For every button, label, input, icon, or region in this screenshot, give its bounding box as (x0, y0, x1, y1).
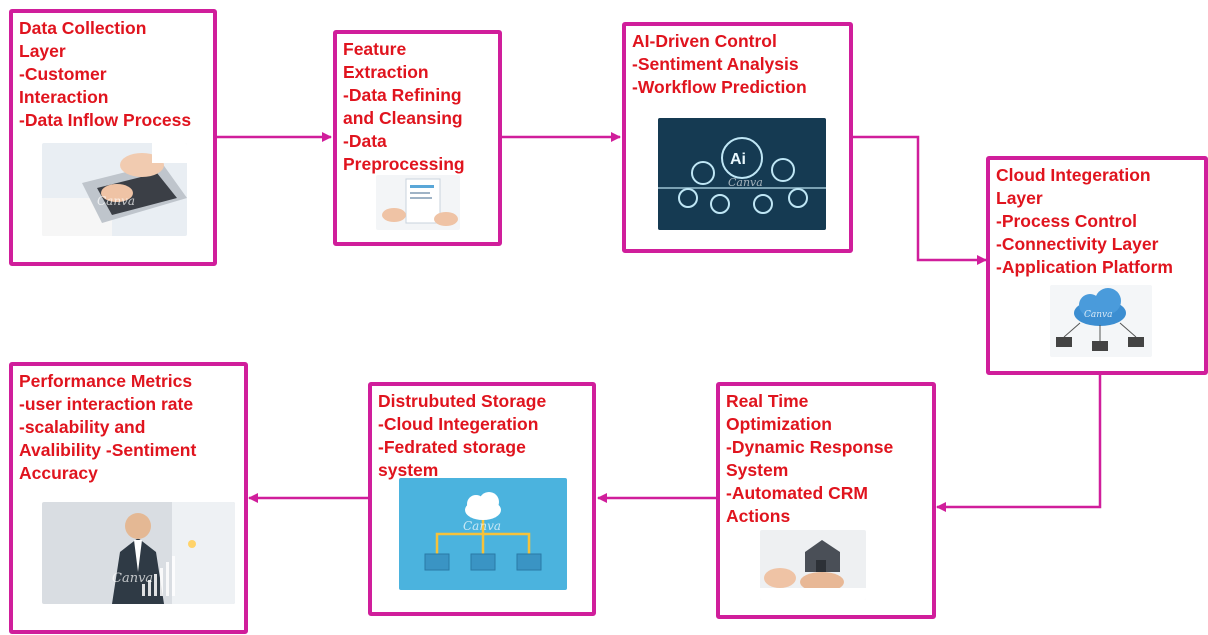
ai-gears-image: Ai Canva (658, 118, 826, 230)
svg-text:Canva: Canva (1084, 310, 1113, 320)
node-performance-label: Performance Metrics -user interaction ra… (19, 371, 197, 483)
document-review-image (376, 175, 460, 230)
svg-text:Canva: Canva (463, 519, 501, 533)
svg-text:Canva: Canva (97, 194, 135, 208)
svg-text:Canva: Canva (112, 571, 153, 586)
node-ai-control-label: AI-Driven Control -Sentiment Analysis -W… (632, 31, 807, 97)
node-cloud-integration-label: Cloud Integeration Layer -Process Contro… (996, 165, 1173, 277)
node-cloud-integration: Cloud Integeration Layer -Process Contro… (986, 156, 1208, 375)
cloud-folders-image: Canva (399, 478, 567, 590)
node-data-collection-label: Data Collection Layer -Customer Interact… (19, 18, 192, 130)
node-real-time: Real Time Optimization -Dynamic Response… (716, 382, 936, 619)
house-key-image (760, 530, 866, 600)
business-growth-image: Canva (42, 502, 235, 604)
svg-text:Ai: Ai (730, 151, 746, 168)
node-real-time-label: Real Time Optimization -Dynamic Response… (726, 391, 894, 526)
cloud-network-image: Canva (1050, 285, 1152, 357)
svg-text:Canva: Canva (728, 176, 763, 189)
arrow-cloud-to-realtime (936, 374, 1102, 512)
node-feature-extraction-label: Feature Extraction -Data Refining and Cl… (343, 39, 465, 174)
arrow-ai-to-cloud (852, 135, 987, 265)
node-storage-label: Distrubuted Storage -Cloud Integeration … (378, 391, 547, 480)
laptop-typing-image: Canva (42, 143, 187, 236)
